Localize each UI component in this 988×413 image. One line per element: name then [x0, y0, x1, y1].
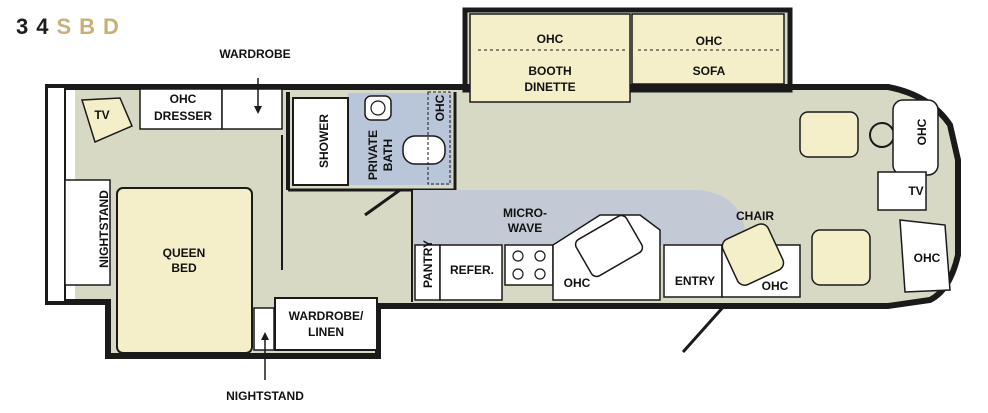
- cooktop: [504, 244, 554, 286]
- recliner-bottom: [811, 229, 871, 286]
- toilet: [402, 135, 446, 165]
- private-bath-label-2: BATH: [381, 139, 395, 171]
- model-number-label: 34SBD: [16, 14, 127, 40]
- sink: [364, 95, 392, 121]
- nightstand-bottom-label: NIGHTSTAND: [226, 389, 304, 403]
- queen-bed-label-1: QUEEN: [163, 246, 206, 260]
- wardrobe-top-label: WARDROBE: [219, 47, 290, 61]
- booth-dinette-label-2: DINETTE: [524, 80, 575, 94]
- galley-floor: [412, 190, 745, 245]
- sofa: [631, 13, 785, 85]
- entry-door: [681, 304, 727, 353]
- recliner-top: [799, 111, 859, 158]
- sofa-label: SOFA: [693, 64, 726, 78]
- booth-dinette-label-1: BOOTH: [528, 64, 571, 78]
- model-letters: SBD: [56, 14, 127, 39]
- cockpit-ohc-bottom: [899, 219, 951, 293]
- nightstand-leader-arrow: [261, 332, 269, 340]
- nightstand-bottom: [253, 307, 275, 351]
- cockpit-tv: [877, 171, 927, 211]
- burner-icon: [534, 250, 546, 262]
- dresser-ohc-label: OHC: [170, 92, 197, 106]
- cockpit-tv-label: TV: [908, 184, 923, 198]
- entry-label: ENTRY: [675, 274, 715, 288]
- bath-door: [364, 188, 401, 217]
- bedroom-tv-label: TV: [94, 108, 109, 122]
- entry-step: [663, 244, 723, 298]
- chair-label: CHAIR: [736, 209, 774, 223]
- cockpit-ohc-top-label: OHC: [915, 118, 929, 145]
- bedroom-nightstand-left: [64, 179, 111, 286]
- swivel-chair: [721, 223, 785, 286]
- bedroom-tv: [80, 97, 133, 144]
- cockpit-ohc-bottom-label: OHC: [914, 251, 941, 265]
- outer-wall: [45, 84, 961, 359]
- sofa-ohc-label: OHC: [696, 34, 723, 48]
- pantry-label: PANTRY: [421, 240, 435, 288]
- wardrobe-linen-label-2: LINEN: [308, 325, 344, 339]
- booth-ohc-label: OHC: [537, 32, 564, 46]
- bath-ohc-label: OHC: [433, 94, 447, 121]
- refrigerator: [439, 244, 503, 301]
- galley-ohc-label: OHC: [564, 276, 591, 290]
- bath-ohc-outline: [427, 91, 451, 185]
- queen-bed: [116, 187, 253, 354]
- dresser-label: DRESSER: [154, 109, 212, 123]
- burner-icon: [534, 268, 546, 280]
- rear-cap: [46, 86, 66, 303]
- wardrobe-linen-label-1: WARDROBE/: [289, 309, 364, 323]
- dresser: [139, 88, 223, 130]
- double-sink: [574, 214, 644, 278]
- microwave-label-2: WAVE: [508, 221, 542, 235]
- microwave-label-1: MICRO-: [503, 206, 547, 220]
- wardrobe-linen: [274, 297, 378, 351]
- queen-bed-label-2: BED: [171, 261, 197, 275]
- wardrobe-leader-arrow: [254, 106, 262, 114]
- booth-dinette: [469, 13, 631, 103]
- pantry: [414, 244, 441, 301]
- nightstand-left-label: NIGHTSTAND: [97, 190, 111, 268]
- private-bath-label-1: PRIVATE: [366, 130, 380, 180]
- shower-label: SHOWER: [317, 114, 331, 168]
- wardrobe-top: [221, 88, 283, 130]
- model-number: 34: [16, 14, 57, 39]
- shower-stall: [292, 97, 349, 186]
- burner-icon: [512, 268, 524, 280]
- burner-icon: [512, 250, 524, 262]
- refer-label: REFER.: [450, 263, 494, 277]
- sink-basin-icon: [370, 100, 386, 116]
- entry-ohc-label: OHC: [762, 279, 789, 293]
